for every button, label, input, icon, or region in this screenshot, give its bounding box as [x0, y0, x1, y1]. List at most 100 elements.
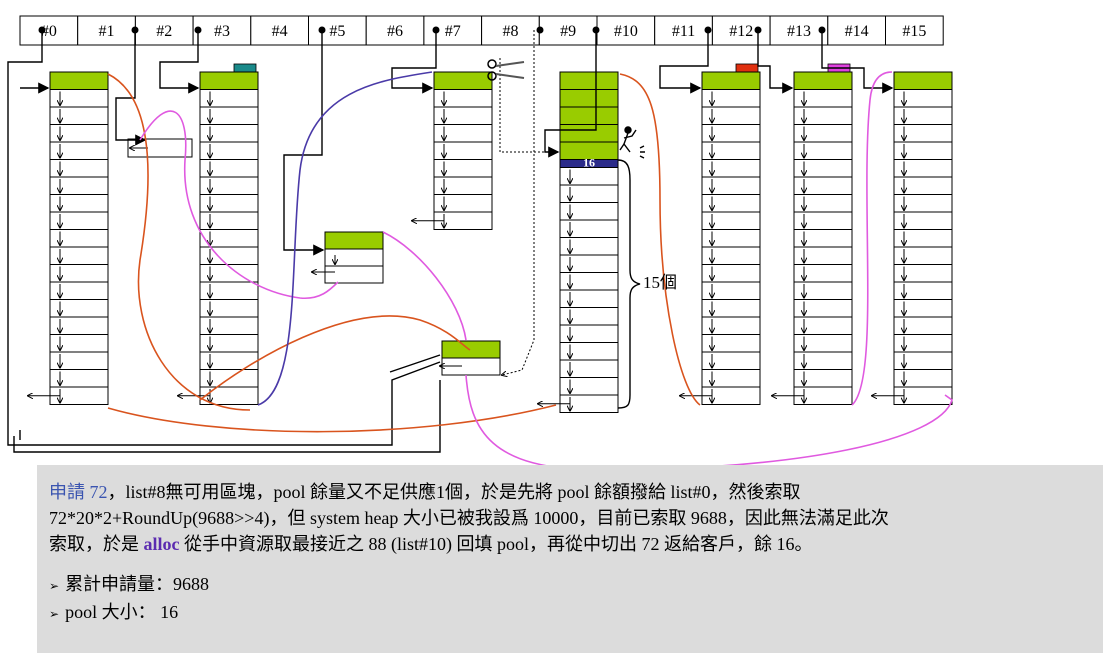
- free-list-label: #15: [902, 23, 926, 40]
- chunk-block: [49, 229, 109, 248]
- purple-links: [257, 71, 433, 406]
- chunk-block: [701, 89, 761, 108]
- chunk-block: [701, 71, 761, 90]
- bullet-icon: ➢: [49, 579, 60, 593]
- chunk-column: [680, 63, 761, 405]
- chunk-block: [701, 194, 761, 213]
- free-list-label: #5: [329, 23, 345, 40]
- chunk-column: [872, 71, 953, 405]
- chunk-block: [793, 194, 853, 213]
- chunk-block: [701, 316, 761, 335]
- bullet-icon: ➢: [49, 607, 60, 621]
- chunk-block: [701, 106, 761, 125]
- chunk-block: [49, 264, 109, 283]
- caption-line-1: ，list#8無可用區塊，pool 餘量又不足供應1個，於是先將 pool 餘額…: [107, 482, 801, 502]
- chunk-block: [199, 176, 259, 195]
- chunk-block: [559, 71, 619, 90]
- chunk-block: [49, 159, 109, 178]
- chunk-block: [701, 334, 761, 353]
- chunk-block: [793, 369, 853, 388]
- chunk-block: [893, 351, 953, 370]
- chunk-block: [49, 334, 109, 353]
- chunk-block: [199, 211, 259, 230]
- free-list-cell: [654, 15, 713, 46]
- free-list-cell: [827, 15, 886, 46]
- chunk-block: [199, 281, 259, 300]
- chunk-block: [701, 211, 761, 230]
- chunk-block: [701, 281, 761, 300]
- chunk-block: [559, 307, 619, 326]
- chunk-block: [893, 316, 953, 335]
- chunk-block: [433, 71, 493, 90]
- caption-line-2: 72*20*2+RoundUp(9688>>4)，但 system heap 大…: [49, 508, 889, 528]
- chunk-block: [701, 124, 761, 143]
- chunk-block: [559, 89, 619, 108]
- scissors-icon: [487, 59, 525, 81]
- request-amount: 申請 72: [49, 482, 108, 502]
- chunk-block: [793, 281, 853, 300]
- chunk-column: [412, 71, 493, 230]
- chunk-block: [701, 176, 761, 195]
- chunk-block: [49, 351, 109, 370]
- chunk-block: [199, 159, 259, 178]
- chunk-column: [28, 71, 109, 405]
- free-list-cell: [596, 15, 656, 46]
- free-list-cell: [769, 15, 829, 46]
- chunk-block: [199, 316, 259, 335]
- chunk-block: [793, 141, 853, 160]
- chunk-block: [893, 211, 953, 230]
- chunk-block: [893, 299, 953, 318]
- chunk-block: [793, 299, 853, 318]
- chunk-block: [433, 176, 493, 195]
- chunk-block: [559, 219, 619, 238]
- free-list-label: #11: [672, 23, 695, 40]
- chunk-block: [49, 281, 109, 300]
- chunk-block: [893, 106, 953, 125]
- chunk-block: [49, 211, 109, 230]
- free-list-cell: [365, 15, 425, 46]
- chunk-block: [793, 89, 853, 108]
- chunk-block: [199, 246, 259, 265]
- free-list-label: #6: [387, 23, 403, 40]
- chunk-block: [49, 246, 109, 265]
- pool-block-72: [440, 340, 501, 376]
- chunk-block: [893, 229, 953, 248]
- chunk-column: [772, 63, 853, 405]
- chunk-block: [49, 106, 109, 125]
- chunk-block: [793, 159, 853, 178]
- chunk-block: [793, 351, 853, 370]
- chunk-block: [559, 324, 619, 343]
- chunk-columns: 16: [28, 63, 953, 413]
- alloc-keyword: alloc: [143, 534, 180, 554]
- chunk-marker: [735, 63, 759, 73]
- chunk-block: [559, 167, 619, 186]
- chunk-marker: [233, 63, 257, 73]
- free-list-label: #3: [214, 23, 230, 40]
- free-list-cell: [308, 15, 367, 46]
- chunk-block: [49, 194, 109, 213]
- stat-text: 累計申請量：9688: [65, 574, 210, 594]
- chunk-block: [433, 106, 493, 125]
- chunk-block: [49, 299, 109, 318]
- chunk-block: [793, 334, 853, 353]
- free-list-cell: [885, 15, 944, 46]
- chunk-block: [199, 106, 259, 125]
- chunk-block: [559, 124, 619, 143]
- chunk-block: [893, 141, 953, 160]
- chunk-block: [893, 159, 953, 178]
- chunk-block: [893, 264, 953, 283]
- chunk-block: [701, 159, 761, 178]
- chunk-block: [793, 71, 853, 90]
- caption-line-3-rest: 從手中資源取最接近之 88 (list#10) 回填 pool，再從中切出 72…: [179, 534, 813, 554]
- stat-text: pool 大小： 16: [65, 602, 179, 622]
- stats-list: ➢ 累計申請量：9688 ➢ pool 大小： 16: [49, 571, 1091, 627]
- chunk-block: [433, 141, 493, 160]
- chunk-block: [559, 254, 619, 273]
- chunk-block: [199, 124, 259, 143]
- chunk-block: [559, 272, 619, 291]
- free-list-label: #9: [560, 23, 576, 40]
- chunk-block: [793, 316, 853, 335]
- brace-count-label: 15個: [643, 273, 677, 292]
- chunk-column: 16: [538, 71, 619, 413]
- chunk-block: [701, 299, 761, 318]
